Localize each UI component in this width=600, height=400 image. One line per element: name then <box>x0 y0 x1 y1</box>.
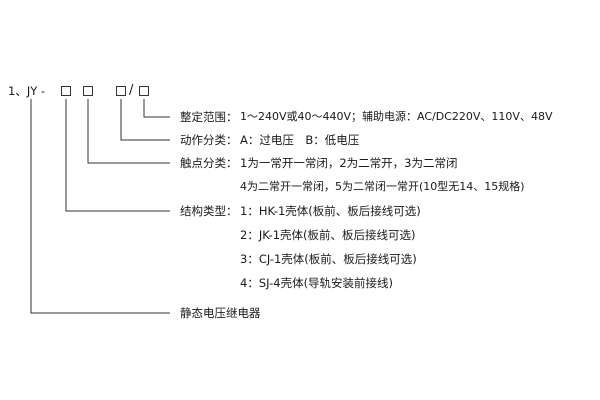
leader-product-name <box>30 99 170 314</box>
structure-type-line-4: 4：SJ-4壳体(导轨安装前接线) <box>240 276 394 290</box>
code-box-contact <box>83 86 93 96</box>
leader-contact-class <box>87 99 170 164</box>
setting-range-value: 1～240V或40～440V；辅助电源：AC/DC220V、110V、48V <box>240 110 553 123</box>
structure-type-line-2: 2：JK-1壳体(板前、板后接线可选) <box>240 228 416 242</box>
model-prefix: 1、JY - <box>8 84 46 98</box>
structure-type-line-3: 3：CJ-1壳体(板前、板后接线可选) <box>240 252 417 266</box>
structure-type-line-1: 1：HK-1壳体(板前、板后接线可选) <box>240 204 421 218</box>
setting-range-label: 整定范围： <box>180 110 238 124</box>
contact-class-line-1: 1为一常开一常闭，2为二常开，3为二常闭 <box>240 156 458 170</box>
action-class-value: A：过电压 B：低电压 <box>240 133 360 147</box>
code-box-structure <box>61 86 71 96</box>
product-name-label: 静态电压继电器 <box>180 306 261 320</box>
leader-setting-range <box>143 99 170 118</box>
contact-class-label: 触点分类： <box>180 156 238 170</box>
code-slash: / <box>129 83 134 98</box>
action-class-label: 动作分类： <box>180 133 238 147</box>
leader-structure-type <box>65 99 170 212</box>
code-box-setting <box>139 86 149 96</box>
structure-type-label: 结构类型： <box>180 204 238 218</box>
code-box-action <box>116 86 126 96</box>
contact-class-line-2: 4为二常开一常闭，5为二常闭一常开(10型无14、15规格) <box>240 180 525 193</box>
leader-action-class <box>120 99 170 141</box>
